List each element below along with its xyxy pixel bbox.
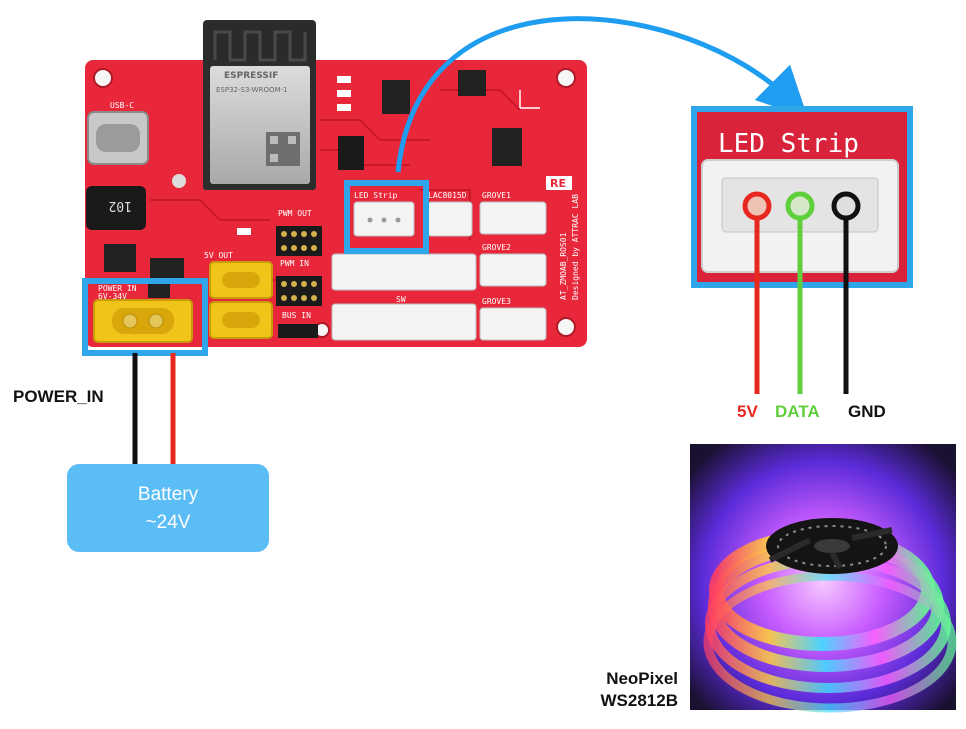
mounting-hole: [556, 68, 576, 88]
pin-5v: [742, 191, 772, 394]
esp32-module: ESPRESSIF ESP32-S3-WROOM-1: [203, 20, 316, 190]
module-brand: ESPRESSIF: [224, 71, 278, 81]
zoom-title: LED Strip: [718, 129, 859, 159]
pwm-out-header: [276, 226, 322, 256]
pwm-in-header: [276, 276, 322, 306]
pin-data-label: DATA: [775, 402, 820, 421]
axis-icon: [519, 90, 540, 109]
pin-data-marker: [785, 191, 815, 221]
grove3-connector: [479, 307, 547, 341]
power-in-highlight: [82, 278, 208, 356]
pwm-out-label: PWM OUT: [278, 209, 312, 218]
mounting-hole: [93, 68, 113, 88]
led1: [337, 76, 351, 83]
pin-gnd: [831, 191, 861, 394]
battery-voltage: ~24V: [146, 512, 191, 533]
j8-connector: [331, 253, 477, 291]
xt30-power-in: [93, 284, 193, 343]
module-model: ESP32-S3-WROOM-1: [216, 86, 287, 94]
usb-c-connector: USB-C: [87, 101, 149, 165]
pin-gnd-marker: [831, 191, 861, 221]
mounting-hole: [556, 317, 576, 337]
bus-in-header: [278, 324, 318, 338]
board-credit: Designed by ATTRAC LAB: [571, 194, 580, 300]
inductor-code: 102: [109, 198, 132, 213]
neopixel-strip-photo: [690, 444, 957, 713]
bus-in-label: BUS IN: [282, 311, 311, 320]
lac-label: LAC8015D: [428, 191, 467, 200]
led5: [237, 228, 251, 235]
battery-block: Battery ~24V: [67, 464, 269, 552]
grove2-label: GROVE2: [482, 243, 511, 252]
pwm-in-label: PWM IN: [280, 259, 309, 268]
grove3-label: GROVE3: [482, 297, 511, 306]
boot-header: [338, 136, 364, 170]
re-logo-icon: RE: [546, 176, 572, 190]
callout-arrow: [395, 16, 808, 173]
sw-connector: [331, 303, 477, 341]
ic-u2: [382, 80, 410, 114]
ic-u5: [458, 70, 486, 96]
battery-label: Battery: [138, 484, 199, 505]
grove1-label: GROVE1: [482, 191, 511, 200]
button: [172, 174, 186, 188]
power-in-silk: POWER IN: [98, 284, 137, 293]
module-shield: [210, 66, 310, 184]
ic-chip: [104, 244, 136, 272]
power-in-label: POWER_IN: [13, 387, 104, 406]
lac-connector: [427, 201, 473, 237]
xt30-5v-out-2: [209, 301, 273, 339]
5v-out-label: 5V OUT: [204, 251, 233, 260]
pin-5v-label: 5V: [737, 402, 758, 421]
usb-label: USB-C: [110, 101, 134, 110]
led2: [337, 90, 351, 97]
pin-gnd-label: GND: [848, 402, 886, 421]
led-strip-highlight: [344, 180, 429, 254]
pin-data: [785, 191, 815, 394]
grove2-connector: [479, 253, 547, 287]
led-strip-silk: LED Strip: [354, 191, 398, 200]
ic-u4: [492, 128, 522, 166]
sw-label: SW: [396, 295, 406, 304]
grove1-connector: [479, 201, 547, 235]
led3: [337, 104, 351, 111]
led-strip-connector: [353, 201, 415, 237]
controller-board: ESPRESSIF ESP32-S3-WROOM-1 USB-C 102: [85, 20, 587, 347]
pin-5v-marker: [742, 191, 772, 221]
strip-label-line2: WS2812B: [601, 691, 678, 710]
board-name: AT_ZMOAB_ROS01: [559, 232, 568, 300]
xt30-5v-out-1: [209, 261, 273, 299]
strip-label-line1: NeoPixel: [606, 669, 678, 688]
logo-text: RE: [550, 177, 566, 190]
power-in-voltage: 6V-34V: [98, 292, 127, 301]
inductor: 102: [86, 186, 146, 230]
